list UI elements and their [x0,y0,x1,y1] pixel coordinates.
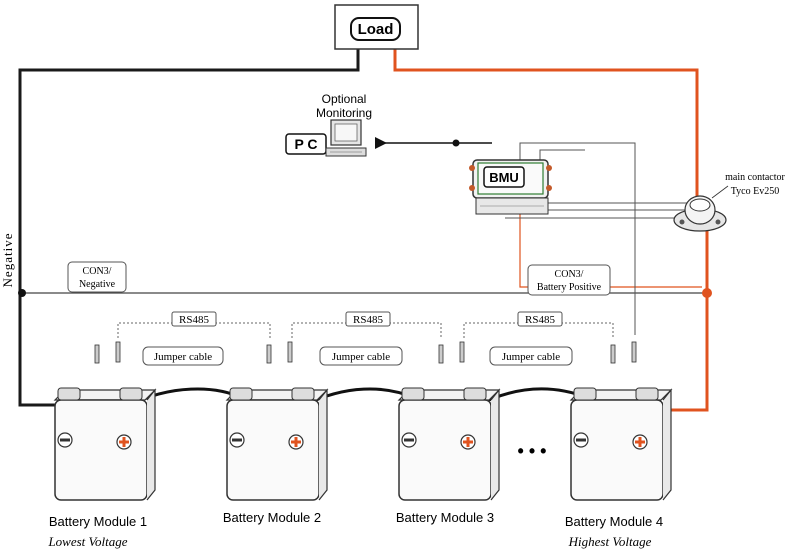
rs485-link-3 [463,311,614,338]
con3-negative-line2: Negative [79,279,116,290]
rs485-label-3: RS485 [525,314,555,326]
load-label-box [350,17,401,41]
bmu-positive-sense-wire [519,200,702,288]
con3-positive-box [527,264,611,296]
battery-module-3 [397,341,501,501]
ellipsis: • • • [518,441,547,461]
load-label: Load [358,21,394,38]
bmu-pc-junction [452,139,460,147]
con3-negative-box [67,261,127,293]
pc-caption-line2: Monitoring [316,106,372,120]
pc-label: P C [294,136,317,152]
module-1-note: Lowest Voltage [47,534,127,549]
negative-junction [18,289,26,297]
computer-icon [325,119,367,157]
contactor-label-line1: main contactor [725,172,785,183]
jumper-label-box-1 [142,346,224,366]
rs485-label-2: RS485 [353,314,383,326]
jumper-label-1: Jumper cable [154,351,212,363]
positive-junction [702,288,712,298]
negative-main-wire [18,48,360,407]
load-frame [334,4,419,50]
module-2-name: Battery Module 2 [223,510,321,525]
jumper-label-box-2 [319,346,403,366]
bmu-signal-top-2 [539,149,585,160]
rs485-link-1 [117,311,271,338]
pc-label-box [285,133,327,155]
pc-caption-line1: Optional [322,92,367,106]
module-4-name: Battery Module 4 [565,514,663,529]
battery-module-1 [53,341,157,501]
positive-wire-to-module4 [655,230,709,412]
jumper-label-3: Jumper cable [502,351,560,363]
bmu-label: BMU [489,170,519,185]
module-3-name: Battery Module 3 [396,510,494,525]
battery-module-2 [225,341,329,501]
positive-main-wire [393,48,699,200]
module-4-note: Highest Voltage [568,534,652,549]
negative-label: Negative [0,233,15,288]
con3-negative-line1: CON3/ [83,266,112,277]
jumper-label-2: Jumper cable [332,351,390,363]
jumper-label-box-3 [489,346,573,366]
module-1-name: Battery Module 1 [49,514,147,529]
bmu-signal-top-1 [519,142,636,335]
rs485-link-2 [291,311,442,338]
rs485-label-1: RS485 [179,314,209,326]
contactor-device [673,195,727,232]
contactor-label-line2: Tyco Ev250 [731,186,779,197]
con3-positive-line1: CON3/ [555,269,584,280]
con3-positive-line2: Battery Positive [537,282,602,293]
battery-module-4 [569,341,673,501]
bmu-label-box [483,166,525,188]
contactor-leader [711,185,729,199]
